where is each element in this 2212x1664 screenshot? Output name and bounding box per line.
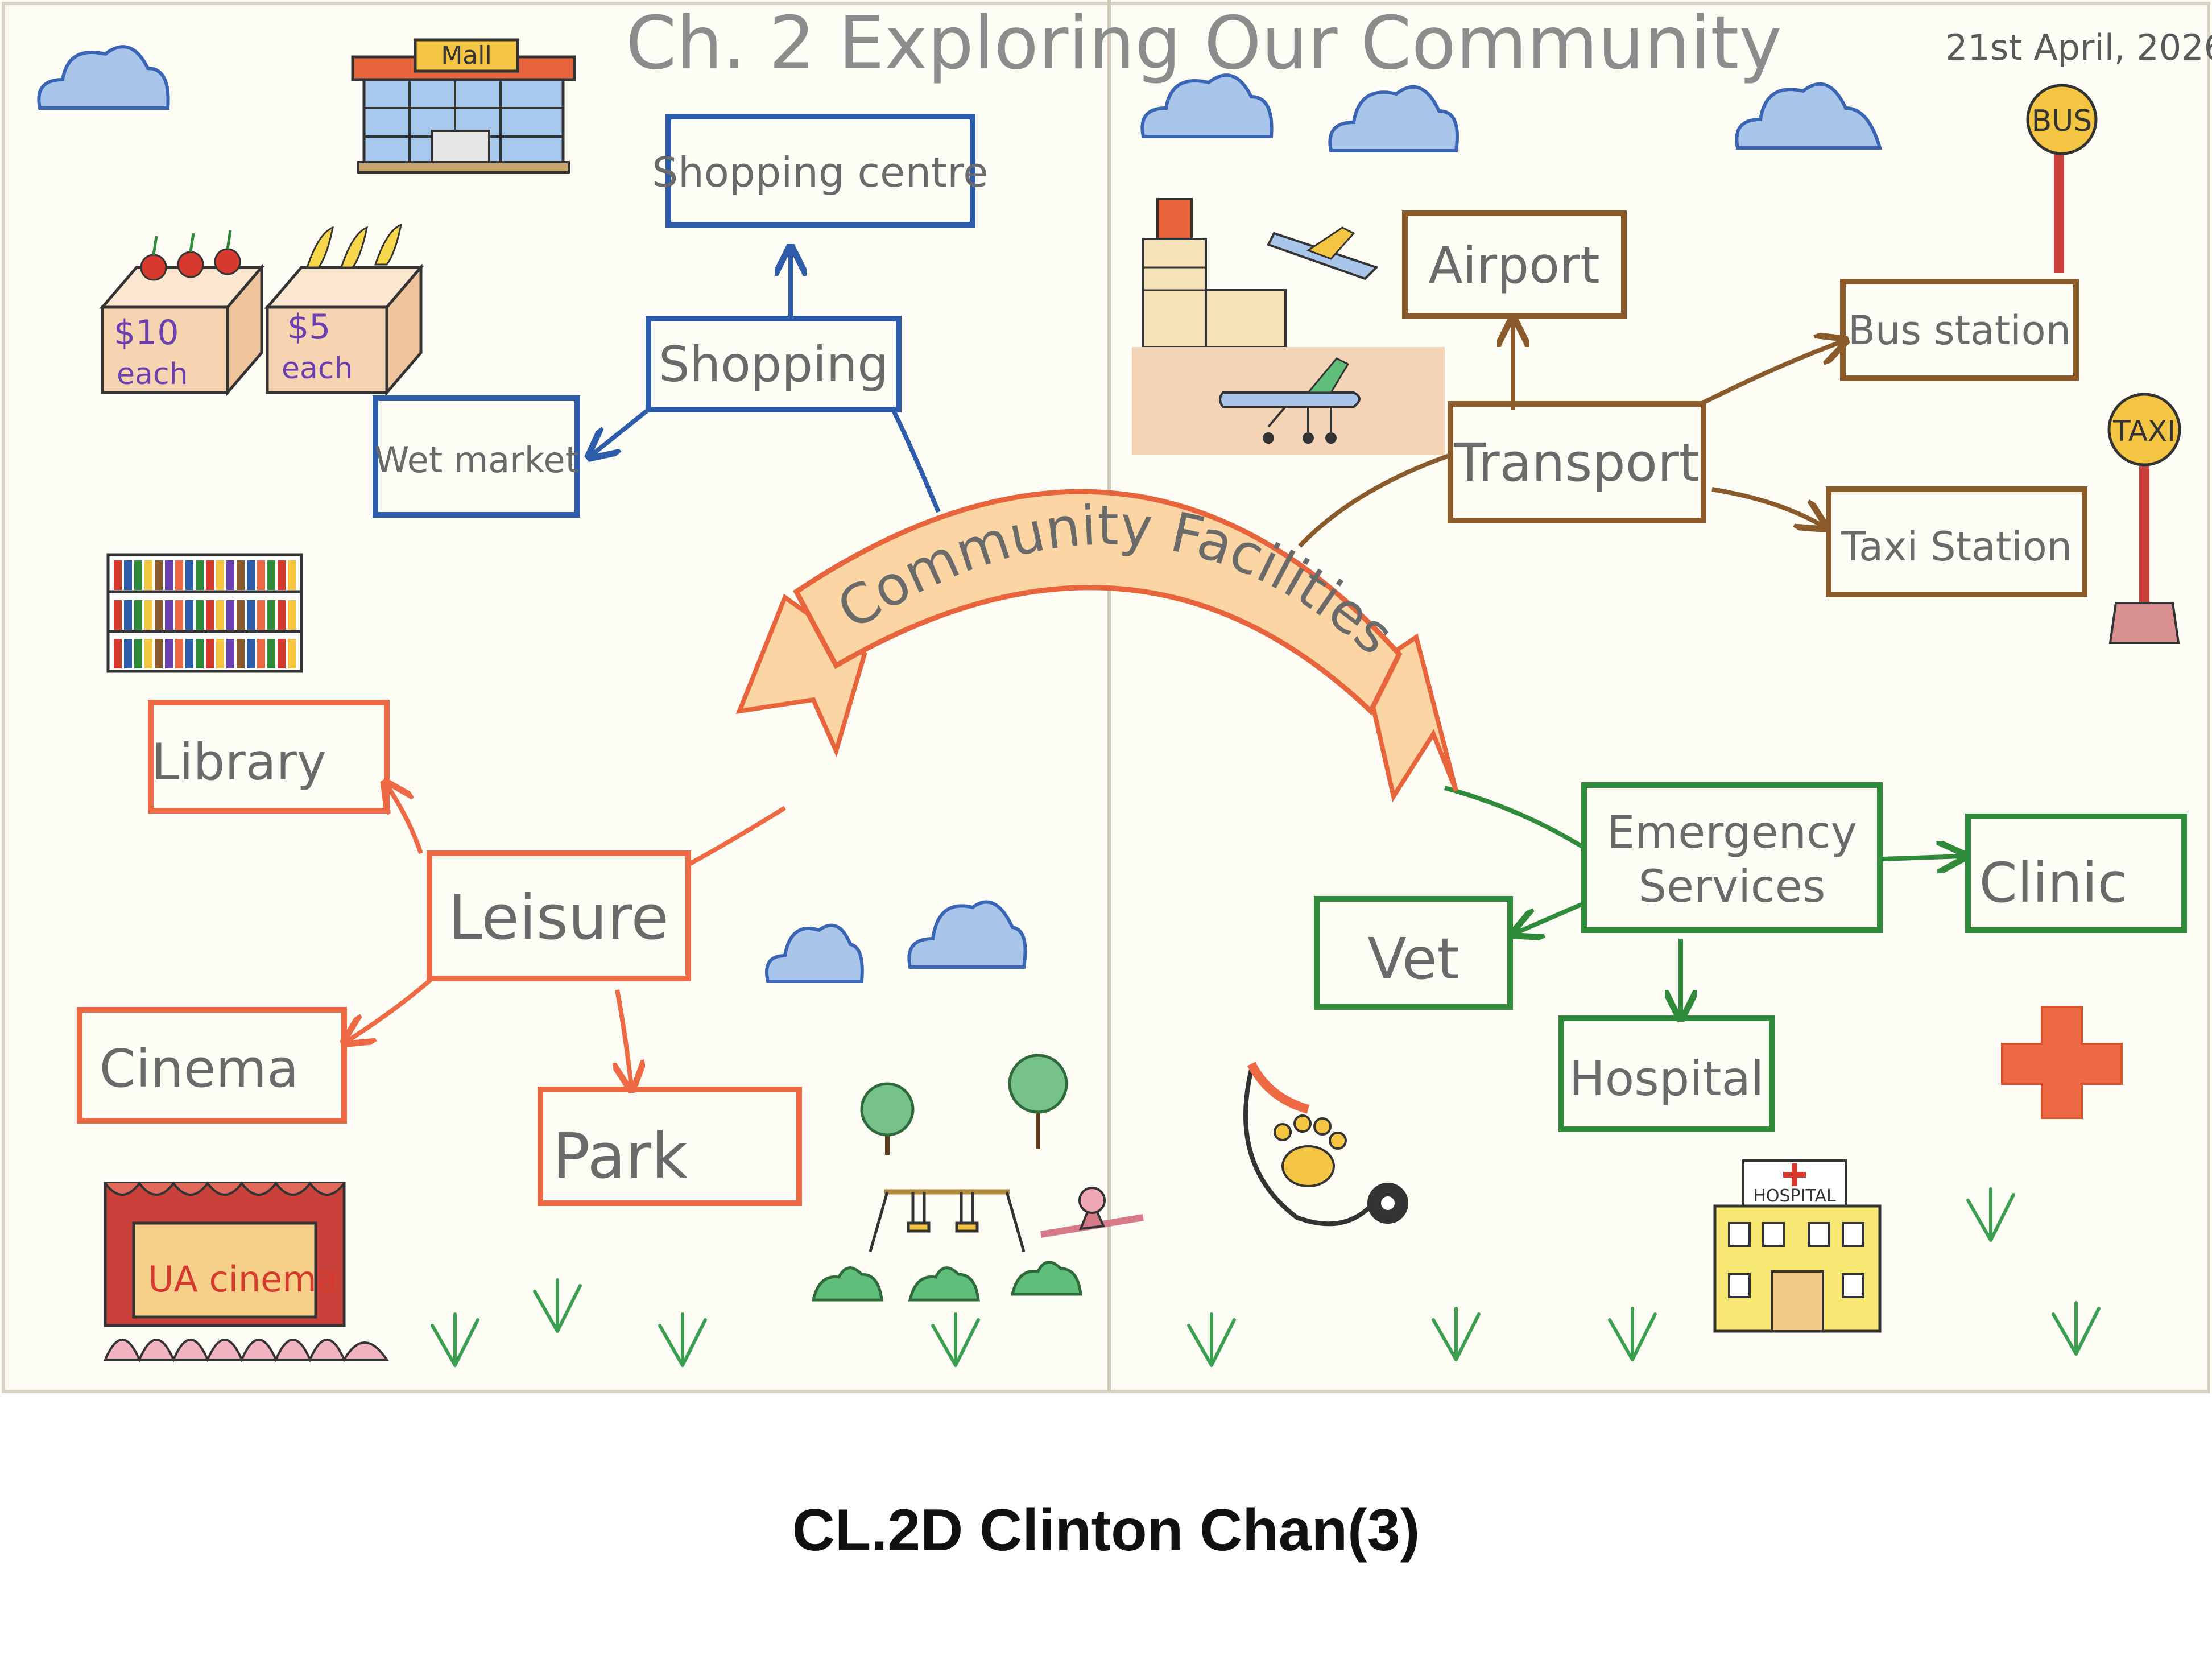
- tree-icon: [1008, 1054, 1068, 1149]
- taxi-stop-icon: TAXI: [2107, 393, 2181, 644]
- bookshelf-icon: [106, 553, 303, 673]
- cloud-icon: [1140, 73, 1274, 138]
- airplane-icon: [1267, 226, 1379, 280]
- clinic-label: Clinic: [1979, 851, 2128, 915]
- stethoscope-icon: [1243, 1062, 1408, 1227]
- leisure-connectors: [347, 785, 787, 1087]
- cinema-node: Cinema: [77, 1007, 347, 1124]
- cinema-label: Cinema: [100, 1038, 299, 1099]
- hospital-label: Hospital: [1569, 1051, 1764, 1106]
- transport-node: Transport: [1448, 401, 1706, 523]
- bus-station-node: Bus station: [1840, 279, 2079, 381]
- hospital-sign: HOSPITAL: [1753, 1186, 1836, 1206]
- taxi-station-label: Taxi Station: [1841, 523, 2072, 570]
- bus-station-label: Bus station: [1848, 307, 2071, 354]
- emergency-connectors: [1444, 786, 1962, 1015]
- paw-icon: [1274, 1114, 1347, 1187]
- shopping-centre-node: Shopping centre: [652, 114, 989, 228]
- park-label: Park: [552, 1120, 688, 1192]
- hospital-icon: HOSPITAL: [1713, 1159, 1882, 1333]
- tree-icon: [860, 1082, 915, 1155]
- cloud-icon: [907, 900, 1027, 969]
- page-title: Ch. 2 Exploring Our Community: [626, 1, 1782, 86]
- cloud-icon: [1735, 82, 1882, 150]
- banana-price-unit: each: [282, 352, 353, 386]
- cloud-icon: [37, 45, 170, 110]
- mall-sign: Mall: [441, 41, 491, 70]
- banana-price: $5: [287, 307, 330, 347]
- airport-label: Airport: [1428, 236, 1599, 295]
- control-tower-icon: [1132, 198, 1445, 455]
- bus-sign: BUS: [2032, 104, 2093, 138]
- airplane-icon: [1219, 357, 1361, 444]
- wet-market-label: Wet market: [374, 439, 579, 481]
- leisure-node: Leisure: [427, 850, 691, 981]
- mall-icon: Mall: [351, 38, 576, 174]
- grass-icon: [431, 1187, 2101, 1367]
- library-label: Library: [151, 733, 326, 791]
- bus-stop-icon: BUS: [2026, 84, 2098, 273]
- shopping-connectors: [592, 250, 941, 513]
- vet-node: Vet: [1314, 896, 1513, 1010]
- apple-price-unit: each: [117, 357, 188, 391]
- shopping-label: Shopping: [659, 336, 888, 393]
- taxi-station-node: Taxi Station: [1826, 486, 2087, 597]
- transport-connectors: [1298, 321, 1843, 548]
- transport-label: Transport: [1453, 432, 1700, 493]
- apple-price: $10: [114, 313, 179, 353]
- seesaw-icon: [1040, 1187, 1144, 1238]
- shopping-centre-label: Shopping centre: [652, 148, 988, 196]
- cinema-icon: UA cinema: [103, 1181, 389, 1363]
- airport-node: Airport: [1402, 210, 1627, 319]
- vet-label: Vet: [1367, 926, 1459, 992]
- cinema-sign: UA cinema: [148, 1258, 338, 1300]
- bush-icon: [811, 1261, 1082, 1302]
- author-caption: CL.2D Clinton Chan(3): [792, 1497, 1420, 1563]
- cloud-icon: [1328, 85, 1459, 152]
- leisure-label: Leisure: [448, 882, 669, 953]
- page-date: 21st April, 2026: [1945, 27, 2212, 68]
- fruit-stall-icon: $10 each $5 each: [99, 223, 424, 397]
- cloud-icon: [765, 923, 864, 983]
- taxi-sign: TAXI: [2112, 415, 2176, 448]
- wet-market-node: Wet market: [373, 395, 580, 518]
- red-cross-icon: [2001, 1006, 2123, 1119]
- clinic-node: Clinic: [1965, 814, 2187, 933]
- hospital-node: Hospital: [1558, 1015, 1775, 1132]
- library-node: Library: [148, 700, 390, 814]
- swing-icon: [869, 1189, 1026, 1252]
- notebook-border: [2, 2, 2210, 1393]
- shopping-node: Shopping: [646, 316, 902, 412]
- park-node: Park: [538, 1087, 802, 1206]
